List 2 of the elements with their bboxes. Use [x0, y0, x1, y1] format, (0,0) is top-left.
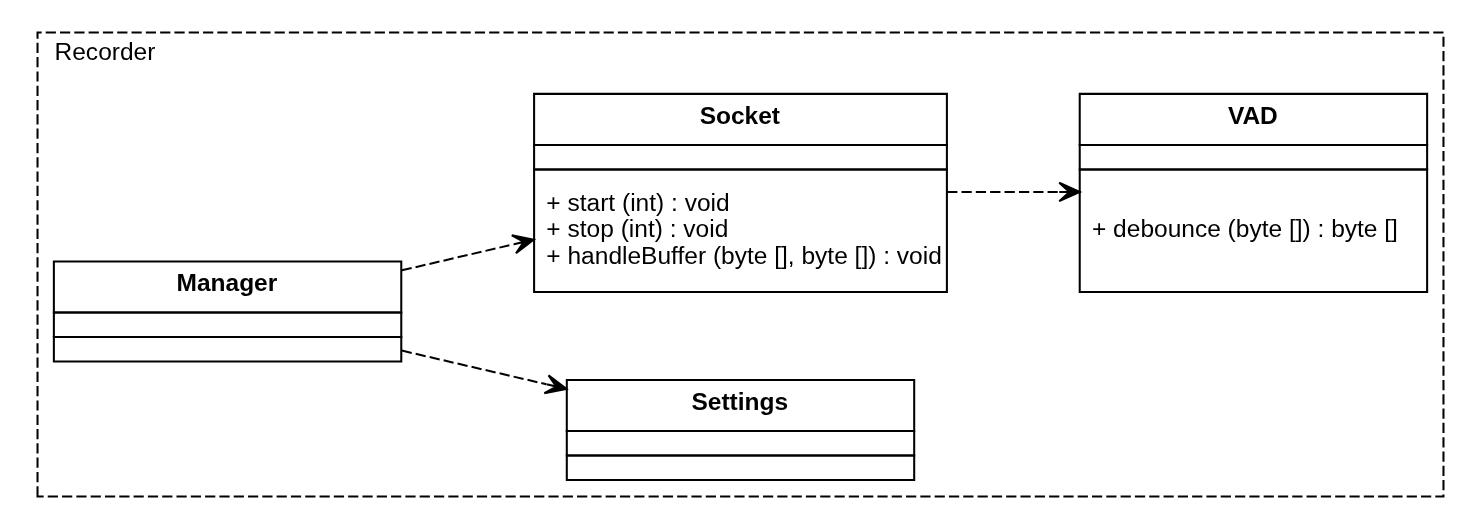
arrow [401, 234, 535, 272]
arrow [946, 181, 1081, 203]
